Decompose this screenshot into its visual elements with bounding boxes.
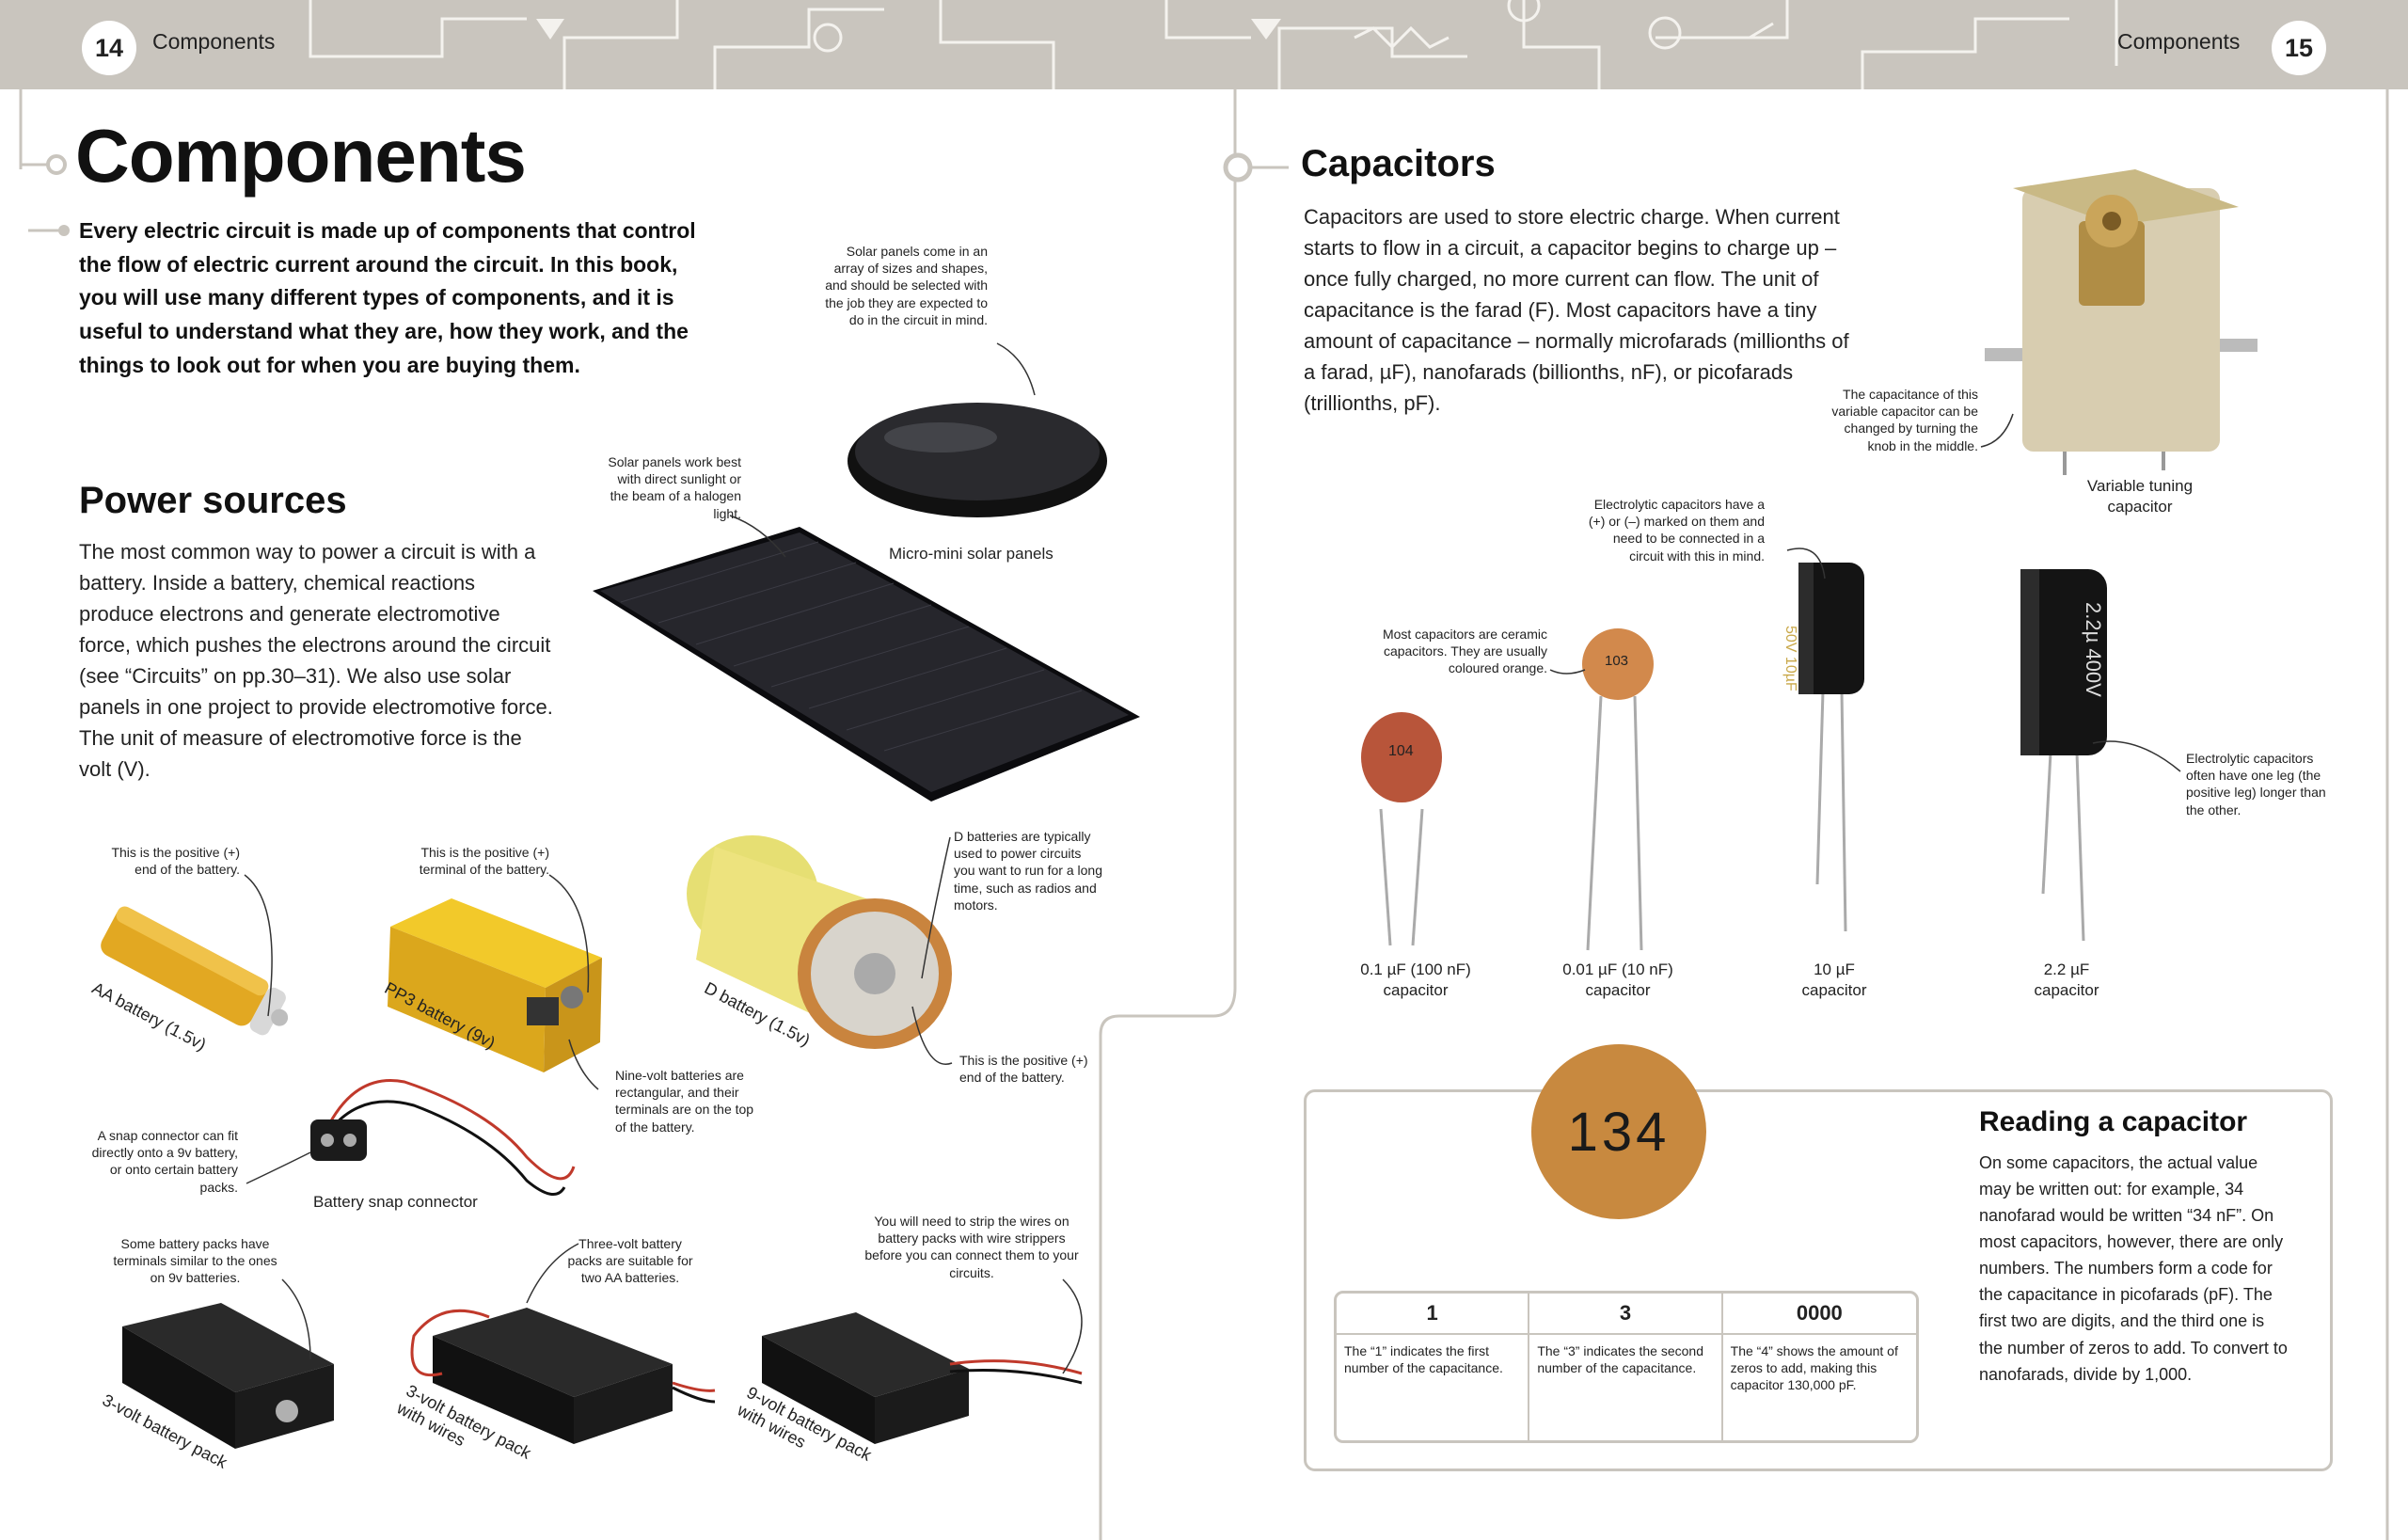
left-page-number: 14	[82, 21, 136, 75]
reading-heading: Reading a capacitor	[1979, 1106, 2248, 1137]
label-micro-solar: Micro-mini solar panels	[889, 545, 1054, 563]
electrolytic-capacitor-10uf-illustration	[1798, 563, 1864, 932]
left-running-head: Components	[152, 29, 276, 54]
header-banner	[0, 0, 2408, 89]
solar-panel	[593, 527, 1140, 802]
aa-battery-illustration	[101, 906, 289, 1036]
marking-103: 103	[1605, 653, 1629, 669]
marking-104: 104	[1388, 743, 1414, 759]
caption-solar-light: Solar panels work best with direct sunli…	[608, 454, 741, 521]
right-running-head: Components	[2117, 29, 2241, 54]
variable-capacitor-illustration	[1985, 169, 2258, 475]
snap-connector-illustration	[310, 1079, 576, 1196]
caption-packs-terminals: Some battery packs have terminals simila…	[113, 1236, 277, 1286]
label-capacitor-4: 2.2 µF capacitor	[2034, 961, 2099, 1000]
caption-snap: A snap connector can fit directly onto a…	[91, 1128, 238, 1195]
micro-solar-panel	[848, 403, 1107, 517]
label-capacitor-2: 0.01 µF (10 nF) capacitor	[1562, 961, 1673, 1000]
caption-strip: You will need to strip the wires on batt…	[864, 1214, 1079, 1280]
caption-d-positive: This is the positive (+) end of the batt…	[959, 1053, 1088, 1086]
page-title: Components	[75, 114, 527, 198]
caption-aa-positive: This is the positive (+) end of the batt…	[111, 845, 240, 878]
power-sources-heading: Power sources	[79, 480, 347, 521]
table-cell: The “1” indicates the first number of th…	[1344, 1343, 1503, 1376]
table-cell: The “4” shows the amount of zeros to add…	[1730, 1343, 1898, 1393]
caption-nine-volt: Nine-volt batteries are rectangular, and…	[615, 1068, 754, 1135]
caption-three-volt: Three-volt battery packs are suitable fo…	[567, 1236, 693, 1286]
electrolytic-capacitor-22uf-illustration	[2020, 569, 2107, 942]
table-header: 1	[1337, 1294, 1529, 1335]
marking-10uf: 50V 10µF	[1782, 626, 1798, 691]
caption-leg: Electrolytic capacitors often have one l…	[2186, 751, 2326, 818]
pp3-battery-illustration	[388, 898, 602, 1072]
label-capacitor-3: 10 µF capacitor	[1801, 961, 1867, 1000]
d-battery-illustration	[687, 835, 952, 1049]
table-header: 3	[1529, 1294, 1721, 1335]
table-header: 0000	[1722, 1294, 1916, 1335]
circuit-decoration	[309, 0, 2118, 89]
table-column: 1 The “1” indicates the first number of …	[1337, 1294, 1530, 1440]
battery-pack-9v-illustration	[762, 1312, 1083, 1444]
caption-ceramic: Most capacitors are ceramic capacitors. …	[1382, 627, 1547, 676]
label-snap-connector: Battery snap connector	[313, 1193, 478, 1211]
battery-pack-illustration	[122, 1303, 334, 1449]
reading-text: On some capacitors, the actual value may…	[1979, 1153, 2288, 1384]
diode-symbols	[536, 19, 1281, 40]
ceramic-capacitor-104-illustration	[1361, 712, 1442, 946]
label-capacitor-1: 0.1 µF (100 nF) capacitor	[1360, 961, 1471, 1000]
caption-solar-sizes: Solar panels come in an array of sizes a…	[825, 244, 988, 327]
intro-paragraph: Every electric circuit is made up of com…	[79, 218, 696, 377]
table-cell: The “3” indicates the second number of t…	[1537, 1343, 1703, 1376]
capacitor-disc: 134	[1531, 1044, 1706, 1219]
table-column: 3 The “3” indicates the second number of…	[1529, 1294, 1723, 1440]
marking-22uf: 2.2µ 400V	[2082, 602, 2105, 697]
capacitors-heading: Capacitors	[1301, 143, 1496, 184]
table-column: 0000 The “4” shows the amount of zeros t…	[1722, 1294, 1916, 1440]
battery-pack-wires-illustration	[410, 1308, 716, 1444]
ceramic-capacitor-103-illustration	[1582, 628, 1654, 951]
caption-electrolytic-marked: Electrolytic capacitors have a (+) or (–…	[1588, 497, 1765, 564]
code-table: 1 The “1” indicates the first number of …	[1334, 1291, 1919, 1443]
label-variable-capacitor: Variable tuning capacitor	[2086, 477, 2194, 516]
caption-d-use: D batteries are typically used to power …	[954, 829, 1102, 913]
caption-pp3-positive: This is the positive (+) terminal of the…	[419, 845, 549, 878]
power-sources-text: The most common way to power a circuit i…	[79, 540, 553, 781]
caption-variable: The capacitance of this variable capacit…	[1831, 387, 1978, 453]
right-page-number: 15	[2272, 21, 2326, 75]
capacitors-text: Capacitors are used to store electric ch…	[1304, 205, 1849, 415]
